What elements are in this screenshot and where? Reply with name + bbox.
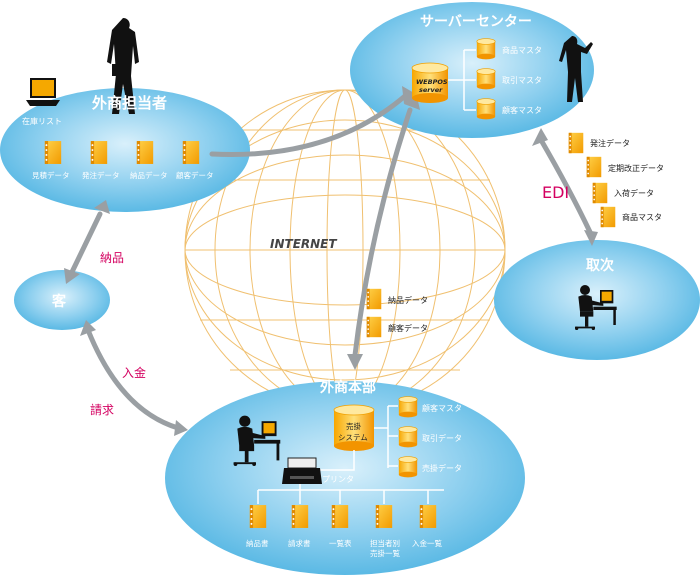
net-doc-label: 納品データ [388, 295, 428, 305]
doc-icon [136, 141, 154, 164]
edi-doc-label: 発注データ [590, 138, 630, 148]
hq-master-label: 顧客マスタ [422, 403, 462, 413]
sales-rep-group: 在庫リスト 外商担当者 見積データ 発注データ 納品データ 顧客データ [22, 18, 214, 180]
payment-label: 入金 [122, 365, 146, 380]
hq-output-label: 担当者別 [370, 538, 400, 548]
laptop-icon [26, 78, 60, 106]
supplier-group: 取次 [575, 257, 617, 330]
supplier-ellipse [494, 240, 700, 360]
billing-label: 請求 [90, 403, 114, 417]
printer-label: プリンタ [322, 475, 354, 484]
presenter-person-icon [559, 36, 593, 102]
database-icon [476, 98, 496, 120]
sales-doc-label: 納品データ [130, 170, 168, 180]
database-icon [476, 68, 496, 90]
webpos-server-icon [411, 62, 449, 103]
system-label-line1: 売掛 [346, 421, 361, 431]
hq-group: 外商本部 売掛 システム 顧客マスタ 取引データ 売掛データ プリンタ [233, 379, 462, 558]
sales-rep-title: 外商担当者 [91, 94, 167, 112]
doc-icon [366, 316, 382, 338]
doc-icon [568, 132, 584, 154]
doc-icon [291, 505, 309, 528]
edi-doc-label: 商品マスタ [622, 212, 662, 222]
customer-title: 客 [51, 293, 67, 310]
edi-group: 発注データ 定期改正データ 入荷データ 商品マスタ EDI [542, 132, 664, 228]
hq-output-label: 一覧表 [329, 538, 352, 548]
hq-output-sub-label: 売掛一覧 [370, 548, 400, 558]
arrow-edi [538, 137, 593, 235]
server-master-label: 顧客マスタ [502, 105, 542, 115]
accounts-system-icon [333, 404, 375, 451]
system-label-line2: システム [338, 433, 368, 442]
doc-icon [90, 141, 108, 164]
sales-rep-ellipse [0, 88, 250, 212]
hq-output-label: 入金一覧 [412, 538, 442, 548]
server-label-line1: WEBPOS [416, 78, 448, 86]
doc-icon [600, 206, 616, 228]
server-master-label: 商品マスタ [502, 45, 542, 55]
inventory-list-label: 在庫リスト [22, 116, 62, 126]
server-center-group: サーバーセンター WEBPOS server 商品マスタ 取引マスタ 顧客マスタ [411, 14, 593, 120]
doc-icon [419, 505, 437, 528]
arrow-customer-hq [85, 327, 181, 431]
delivery-label: 納品 [100, 251, 124, 265]
database-icon [398, 426, 418, 448]
doc-icon [249, 505, 267, 528]
printer-icon [282, 457, 322, 484]
hq-title: 外商本部 [320, 379, 376, 396]
database-icon [476, 38, 496, 60]
internet-label: INTERNET [270, 237, 337, 251]
customer-ellipse [14, 270, 110, 330]
sales-doc-label: 顧客データ [176, 170, 214, 180]
hq-connectors [257, 405, 444, 504]
arrow-sales-customer [69, 211, 103, 275]
hq-master-label: 取引データ [422, 433, 462, 443]
net-doc-label: 顧客データ [388, 323, 428, 333]
database-icon [398, 456, 418, 478]
hq-output-label: 納品書 [246, 538, 269, 548]
doc-icon [375, 505, 393, 528]
arrow-sales-to-server [209, 93, 408, 157]
briefcase-icon [112, 64, 120, 76]
sales-doc-label: 発注データ [82, 170, 120, 180]
database-icon [398, 396, 418, 418]
server-connectors [448, 49, 476, 111]
hq-output-label: 請求書 [288, 538, 311, 548]
supplier-title: 取次 [586, 257, 614, 274]
flow-arrows [69, 93, 593, 431]
doc-icon [182, 141, 200, 164]
server-center-title: サーバーセンター [420, 14, 532, 30]
sales-doc-label: 見積データ [32, 170, 70, 180]
doc-icon [586, 156, 602, 178]
edi-label: EDI [542, 183, 569, 202]
doc-icon [366, 288, 382, 310]
edi-doc-label: 定期改正データ [608, 163, 664, 173]
doc-icon [592, 182, 608, 204]
arrow-server-to-hq [352, 107, 413, 358]
edi-doc-label: 入荷データ [614, 188, 654, 198]
walking-person-icon [107, 18, 139, 114]
doc-icon [331, 505, 349, 528]
doc-icon [44, 141, 62, 164]
server-label-line2: server [419, 86, 443, 94]
hq-master-label: 売掛データ [422, 463, 462, 473]
server-master-label: 取引マスタ [502, 76, 542, 85]
